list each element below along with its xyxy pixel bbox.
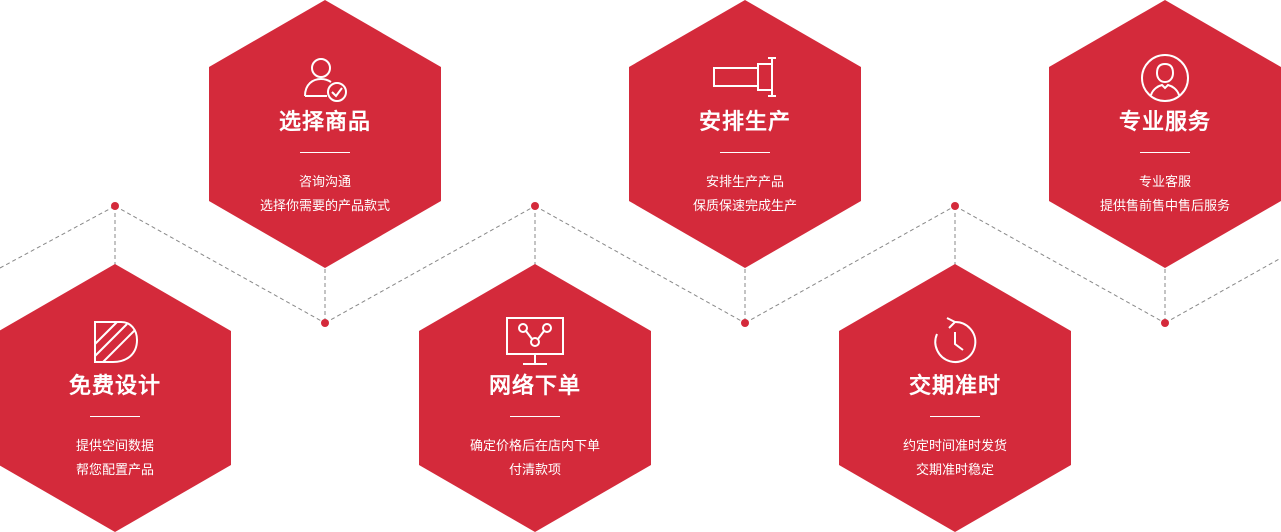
description-line: 提供售前售中售后服务 bbox=[1099, 199, 1230, 214]
step-title: 网络下单 bbox=[488, 374, 581, 399]
description-line: 约定时间准时发货 bbox=[902, 439, 1007, 454]
description-line: 选择你需要的产品款式 bbox=[259, 199, 390, 214]
clock-refresh-icon bbox=[934, 317, 977, 363]
description-line: 咨询沟通 bbox=[298, 175, 351, 190]
service-user-icon bbox=[1141, 54, 1189, 102]
description-line: 付清款项 bbox=[508, 463, 561, 478]
step-description: 约定时间准时发货 交期准时稳定 bbox=[839, 435, 1071, 483]
production-icon bbox=[713, 57, 776, 97]
step-description: 专业客服 提供售前售中售后服务 bbox=[1049, 171, 1281, 219]
connector-dot bbox=[1161, 319, 1169, 327]
description-line: 保质保速完成生产 bbox=[692, 199, 797, 214]
step-description: 提供空间数据 帮您配置产品 bbox=[0, 435, 231, 483]
description-line: 交期准时稳定 bbox=[915, 463, 994, 478]
user-check-icon bbox=[304, 58, 347, 102]
description-line: 安排生产产品 bbox=[705, 175, 784, 190]
title-divider bbox=[90, 416, 140, 417]
step-title: 交期准时 bbox=[908, 374, 1001, 399]
description-line: 专业客服 bbox=[1138, 175, 1191, 190]
step-title: 免费设计 bbox=[68, 374, 161, 399]
title-divider bbox=[300, 152, 350, 153]
monitor-network-icon bbox=[506, 317, 564, 365]
description-line: 帮您配置产品 bbox=[75, 463, 154, 478]
connector-dot bbox=[321, 319, 329, 327]
step-title: 选择商品 bbox=[278, 110, 371, 135]
connector-dot bbox=[531, 202, 539, 210]
connector-dot bbox=[951, 202, 959, 210]
connector-dot bbox=[111, 202, 119, 210]
title-divider bbox=[720, 152, 770, 153]
description-line: 确定价格后在店内下单 bbox=[469, 439, 600, 454]
title-divider bbox=[510, 416, 560, 417]
step-title: 安排生产 bbox=[698, 110, 791, 135]
step-card-arrange-production: 安排生产 安排生产产品 保质保速完成生产 bbox=[629, 0, 861, 268]
connector-dot bbox=[741, 319, 749, 327]
step-description: 咨询沟通 选择你需要的产品款式 bbox=[209, 171, 441, 219]
design-icon bbox=[94, 321, 139, 363]
title-divider bbox=[930, 416, 980, 417]
title-divider bbox=[1140, 152, 1190, 153]
description-line: 提供空间数据 bbox=[75, 439, 154, 454]
step-description: 安排生产产品 保质保速完成生产 bbox=[629, 171, 861, 219]
step-title: 专业服务 bbox=[1118, 110, 1211, 135]
step-description: 确定价格后在店内下单 付清款项 bbox=[419, 435, 651, 483]
